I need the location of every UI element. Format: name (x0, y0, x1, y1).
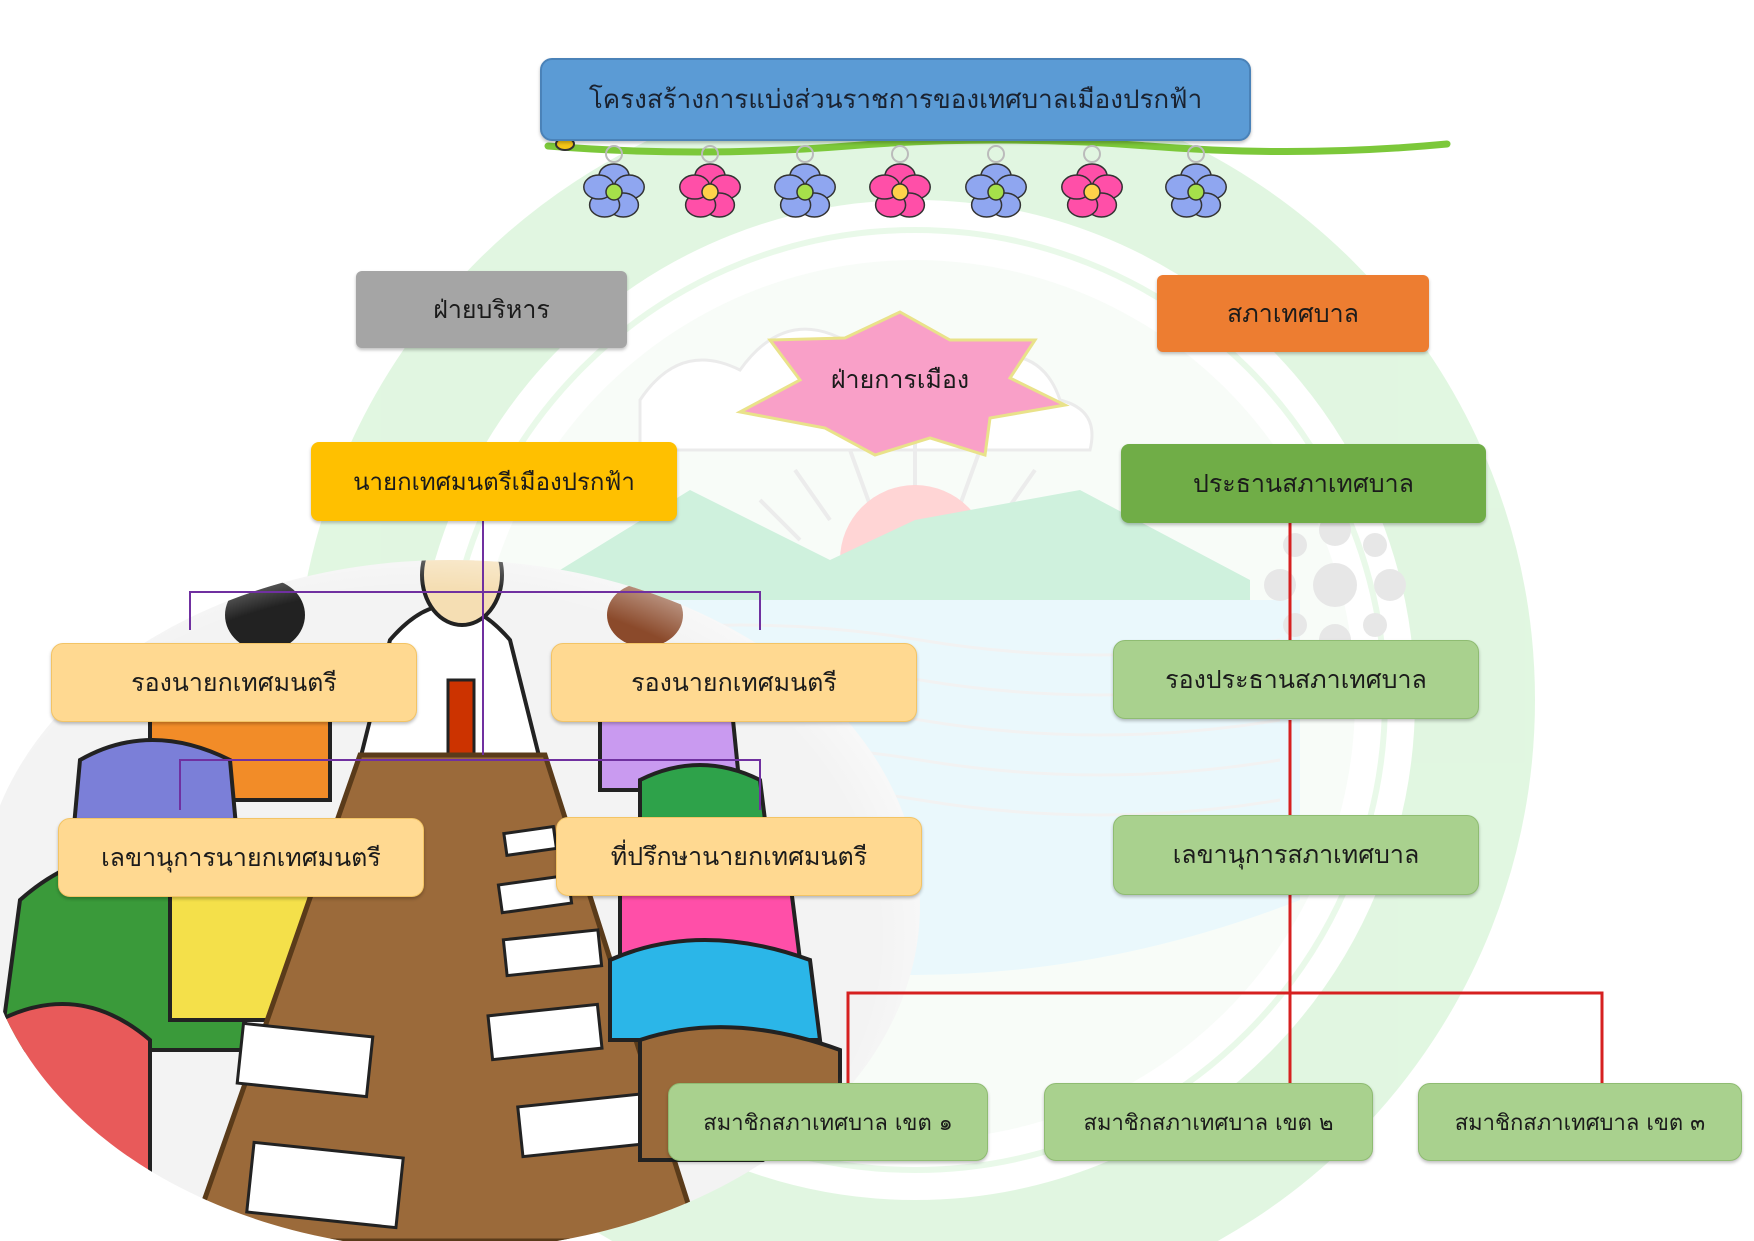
flower-icon (869, 145, 931, 218)
mayor-advisor-box: ที่ปรึกษานายกเทศมนตรี (556, 817, 922, 896)
mayor-box: นายกเทศมนตรีเมืองปรกฟ้า (311, 442, 677, 521)
flower-icon (679, 145, 741, 218)
council-box: สภาเทศบาล (1157, 275, 1429, 352)
executive-box: ฝ่ายบริหาร (356, 271, 627, 348)
executive-connectors (179, 521, 761, 810)
flower-icon (1165, 145, 1227, 218)
council-secretary-box: เลขานุการสภาเทศบาล (1113, 815, 1479, 895)
council-chair-box: ประธานสภาเทศบาล (1121, 444, 1486, 523)
council-member-zone-2-box: สมาชิกสภาเทศบาล เขต ๒ (1044, 1083, 1373, 1161)
council-connectors (846, 523, 1604, 1083)
council-member-zone-3-box: สมาชิกสภาเทศบาล เขต ๓ (1418, 1083, 1742, 1161)
page-title: โครงสร้างการแบ่งส่วนราชการของเทศบาลเมือง… (540, 58, 1251, 141)
deputy-mayor-left-box: รองนายกเทศมนตรี (51, 643, 417, 722)
flower-icon (583, 145, 645, 218)
council-vice-chair-box: รองประธานสภาเทศบาล (1113, 640, 1479, 719)
flower-icon (1061, 145, 1123, 218)
deputy-mayor-right-box: รองนายกเทศมนตรี (551, 643, 917, 722)
political-label: ฝ่ายการเมือง (830, 365, 970, 394)
council-member-zone-1-box: สมาชิกสภาเทศบาล เขต ๑ (668, 1083, 988, 1161)
flower-icon (965, 145, 1027, 218)
flower-icon (774, 145, 836, 218)
mayor-secretary-box: เลขานุการนายกเทศมนตรี (58, 818, 424, 897)
